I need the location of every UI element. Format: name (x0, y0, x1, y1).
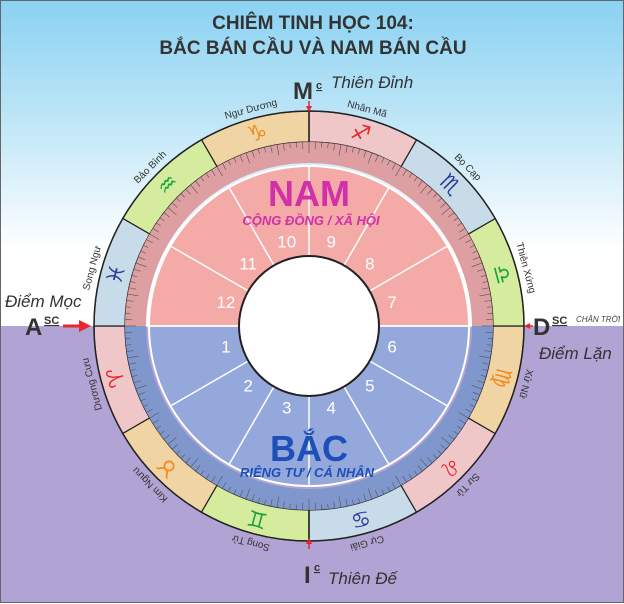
title-line-2: BẮC BÁN CẦU VÀ NAM BÁN CẦU (159, 37, 466, 59)
mc-label: Thiên Đỉnh (331, 73, 413, 92)
house-number: 3 (282, 399, 291, 418)
asc-letter: A (25, 314, 42, 341)
house-number: 8 (365, 255, 374, 274)
asc-arrowhead-icon (79, 320, 91, 332)
south-hemisphere-subtitle: CỘNG ĐỒNG / XÃ HỘI (242, 213, 380, 228)
house-number: 6 (387, 338, 396, 357)
ic-sup: c (314, 562, 320, 574)
house-number: 12 (216, 293, 235, 312)
descendant-marker: D SC CHÂN TRỜI Điểm Lặn (524, 314, 621, 363)
north-hemisphere-title: BẮC (270, 427, 348, 469)
dsc-arrowhead-icon (524, 323, 530, 329)
dsc-letter: D (533, 314, 550, 341)
asc-sup: SC (44, 315, 59, 327)
ic-label: Thiên Đế (328, 569, 399, 588)
house-number: 5 (365, 376, 374, 395)
asc-label: Điểm Mọc (5, 292, 82, 311)
dsc-label: Điểm Lặn (539, 344, 612, 363)
mc-sup: c (316, 80, 322, 92)
north-hemisphere-subtitle: RIÊNG TƯ / CÁ NHÂN (240, 465, 375, 480)
house-number: 1 (221, 338, 230, 357)
dsc-sup: SC (552, 315, 567, 327)
mc-letter: M (293, 78, 313, 105)
ic-letter: I (304, 562, 311, 589)
house-number: 7 (387, 293, 396, 312)
zodiac-wheel: ♈︎Dương Cưu♉︎Kim Ngưu♊︎Song Tử♋︎Cự Giải♌… (80, 97, 537, 553)
south-hemisphere-title: NAM (268, 173, 350, 214)
title-line-1: CHIÊM TINH HỌC 104: (212, 12, 414, 34)
horizon-label: CHÂN TRỜI (576, 315, 621, 324)
house-number: 4 (327, 399, 336, 418)
house-number: 9 (327, 232, 336, 251)
house-number: 10 (277, 232, 296, 251)
ascendant-marker: Điểm Mọc A SC (5, 292, 91, 341)
house-number: 11 (239, 255, 257, 274)
house-number: 2 (243, 376, 252, 395)
center-hole (239, 256, 379, 396)
